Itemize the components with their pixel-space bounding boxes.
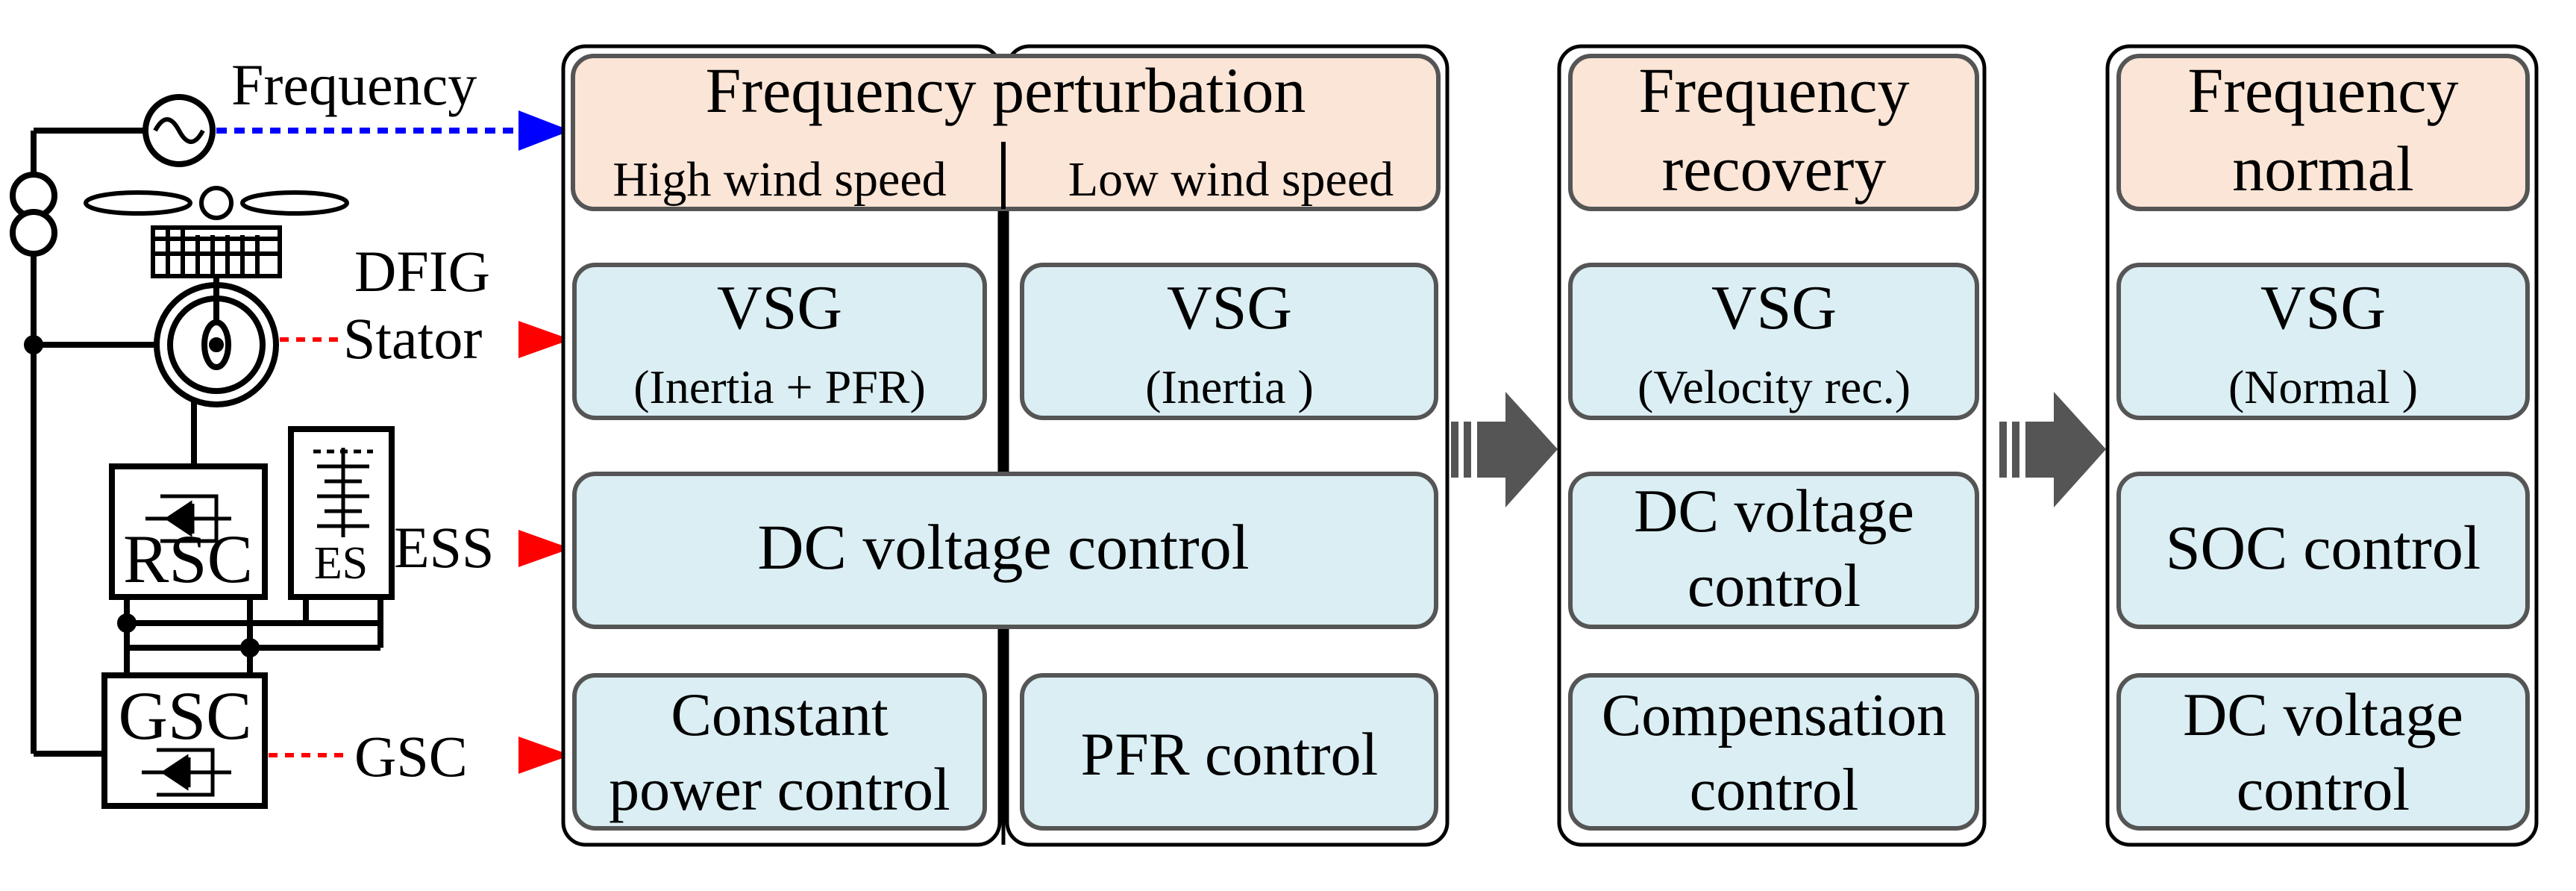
ess-label: ESS	[394, 515, 494, 580]
gsc-arrow-label: GSC	[354, 724, 468, 789]
igbt-icon	[145, 494, 231, 543]
stage1-left-frame	[561, 44, 1002, 847]
vsg-high-subtitle: (Inertia + PFR)	[633, 360, 926, 413]
compensation-line2: control	[1690, 757, 1859, 823]
es-label: ES	[314, 538, 368, 589]
soc-control-label: SOC control	[2166, 513, 2481, 583]
dc-voltage-normal-box	[2116, 673, 2530, 831]
igbt-icon	[142, 748, 231, 797]
frequency-label: Frequency	[231, 52, 477, 117]
vsg-low-subtitle: (Inertia )	[1145, 360, 1314, 413]
recovery-title-line1: Frequency	[1639, 54, 1910, 126]
vsg-low-box	[1020, 263, 1438, 420]
vsg-low-title: VSG	[1167, 273, 1292, 343]
compensation-line1: Compensation	[1602, 683, 1946, 748]
constant-power-line1: Constant	[671, 681, 889, 748]
stator-label: Stator	[343, 306, 482, 371]
high-wind-label: High wind speed	[612, 152, 946, 207]
normal-title-line2: normal	[2232, 133, 2414, 204]
vsg-normal-subtitle: (Normal )	[2228, 360, 2418, 413]
vsg-high-box	[572, 263, 987, 420]
battery-cells-icon	[313, 448, 373, 537]
constant-power-box	[572, 673, 987, 831]
pfr-control-box	[1020, 673, 1438, 831]
ess-arrow-head	[518, 530, 571, 567]
gearbox-icon	[151, 225, 282, 278]
vsg-recovery-title: VSG	[1711, 273, 1837, 343]
dc-voltage-normal-line2: control	[2237, 755, 2410, 823]
dc-voltage-recovery-box	[1568, 472, 1979, 629]
stage3-frame	[2105, 44, 2539, 847]
dc-voltage-label: DC voltage control	[757, 511, 1249, 583]
sine-wave-icon	[153, 117, 205, 144]
dc-voltage-normal-line1: DC voltage	[2183, 681, 2463, 748]
perturbation-title: Frequency perturbation	[706, 54, 1306, 126]
rsc-label: RSC	[123, 521, 253, 597]
soc-control-box	[2116, 472, 2530, 629]
vsg-normal-box	[2116, 263, 2530, 420]
recovery-header	[1568, 54, 1979, 211]
stage-perturbation: Frequency perturbation High wind speed L…	[561, 44, 1450, 847]
dc-voltage-box	[572, 472, 1438, 629]
constant-power-line2: power control	[609, 755, 950, 823]
vsg-normal-title: VSG	[2260, 273, 2386, 343]
low-wind-label: Low wind speed	[1068, 152, 1394, 207]
compensation-box	[1568, 673, 1979, 831]
stage1-right-frame	[1005, 44, 1450, 847]
dfig-schematic	[10, 94, 395, 809]
stage-normal: Frequency normal VSG (Normal ) SOC contr…	[2105, 44, 2539, 847]
frequency-arrow-head	[518, 110, 571, 151]
dfig-label: DFIG	[354, 239, 490, 304]
normal-title-line1: Frequency	[2188, 54, 2459, 126]
gsc-arrow-head	[518, 737, 571, 774]
signal-arrows	[216, 110, 571, 774]
vsg-recovery-subtitle: (Velocity rec.)	[1638, 360, 1911, 413]
dc-voltage-recovery-line2: control	[1687, 551, 1861, 619]
stage2-frame	[1557, 44, 1987, 847]
normal-header	[2116, 54, 2530, 211]
vsg-high-title: VSG	[717, 273, 842, 343]
pfr-control-label: PFR control	[1081, 720, 1379, 788]
turbine-blades-icon	[84, 186, 349, 220]
gsc-box-label: GSC	[119, 678, 252, 754]
stage-recovery: Frequency recovery VSG (Velocity rec.) D…	[1557, 44, 1987, 847]
dc-voltage-recovery-line1: DC voltage	[1634, 477, 1914, 545]
stator-arrow-head	[518, 321, 571, 358]
generator-icon	[154, 276, 279, 407]
transition-arrow-icon	[1999, 392, 2106, 507]
transition-arrow-icon	[1451, 392, 1558, 507]
recovery-title-line2: recovery	[1662, 133, 1887, 204]
vsg-recovery-box	[1568, 263, 1979, 420]
